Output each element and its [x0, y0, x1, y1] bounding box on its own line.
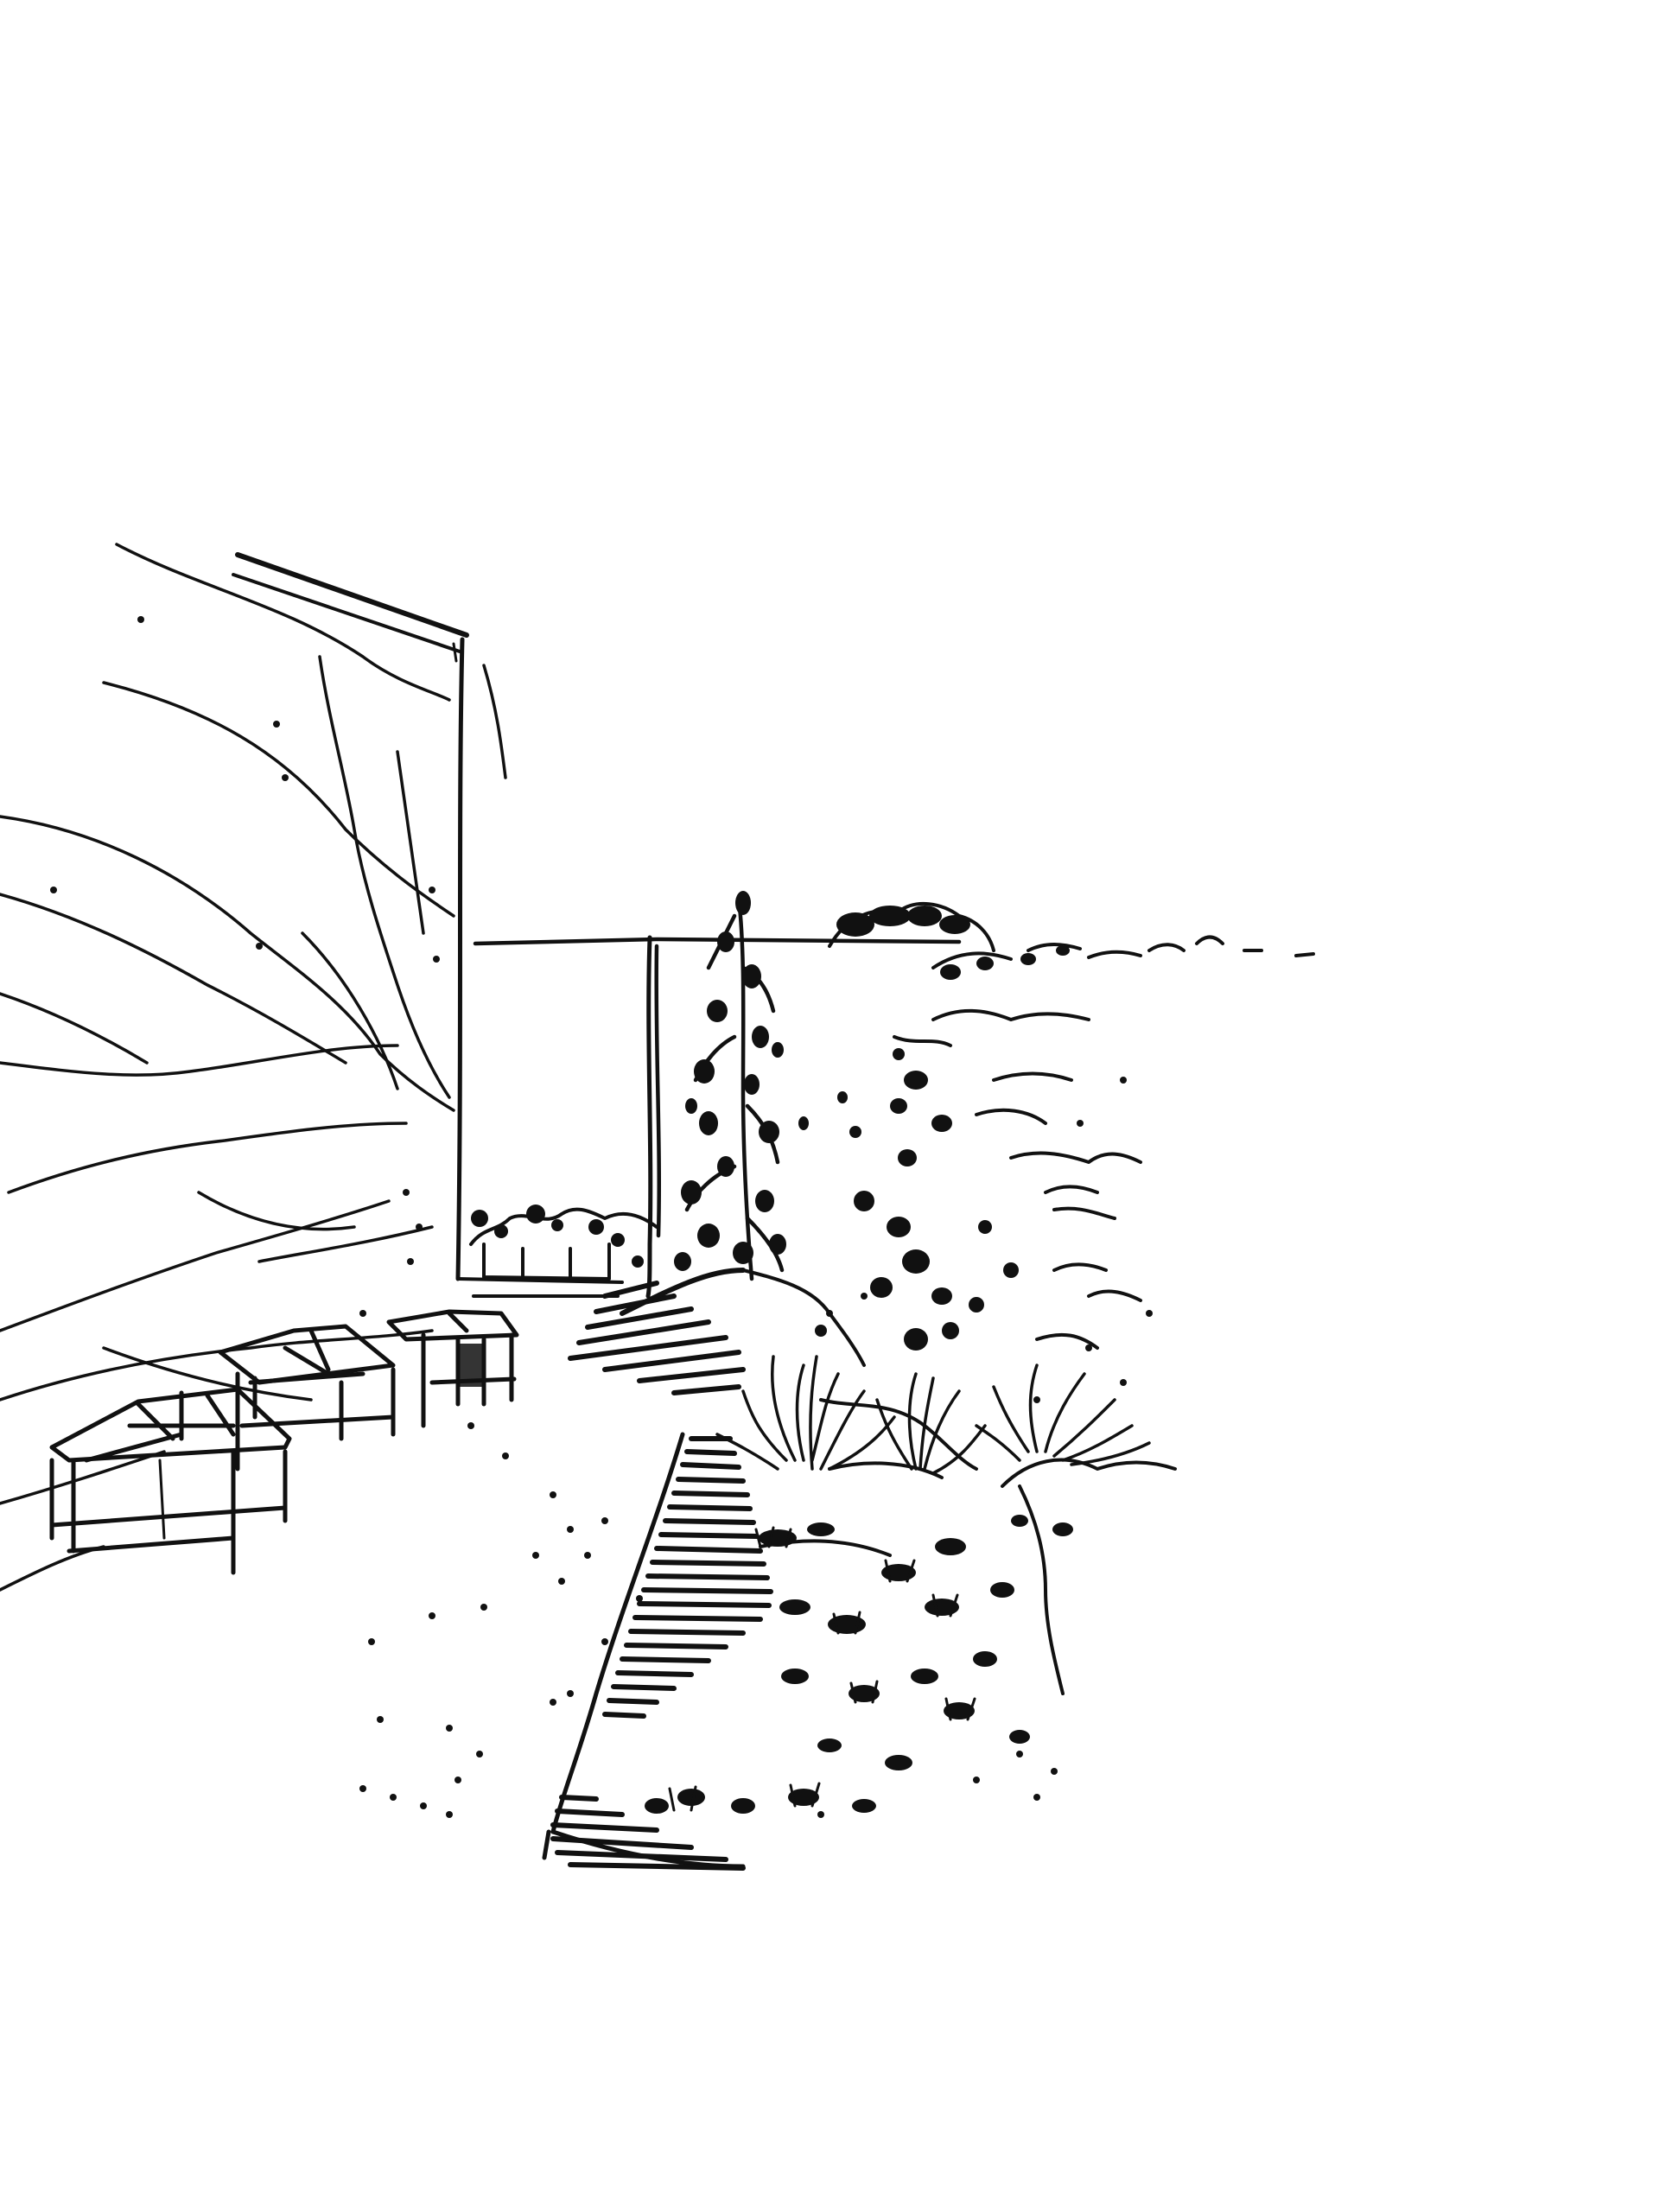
- hedge-canopy: [828, 901, 1315, 1350]
- upper-shade-wedge: [568, 1268, 746, 1395]
- shrub-mound-edge: [741, 1268, 1177, 1695]
- hedge-foliage-dark: [815, 906, 1070, 1351]
- ground-cover-sprigs: [668, 1526, 976, 1812]
- garden-bed-edge: [542, 1432, 746, 1869]
- shrub-dots: [817, 1077, 1153, 1818]
- columnar-tree: [684, 896, 785, 1281]
- columnar-tree-foliage: [674, 891, 809, 1271]
- tree-shadow-lines: [0, 543, 507, 1592]
- ornamental-grass-center: [875, 1372, 987, 1475]
- far-wall: [473, 935, 962, 1299]
- ornamental-grass-left: [715, 1355, 896, 1471]
- facade-dots: [50, 616, 440, 1317]
- building-facade: [232, 552, 469, 1281]
- lounge-chair-2: [218, 1324, 396, 1471]
- lounge-chair-1: [49, 1387, 292, 1575]
- ground-cover-clumps: [645, 1515, 1073, 1814]
- ornamental-grass-right: [975, 1363, 1151, 1466]
- ground-dots: [359, 1422, 643, 1818]
- shaded-channel: [602, 1436, 773, 1719]
- lounge-chair-3: [386, 1309, 519, 1428]
- step-shadow: [550, 1795, 746, 1871]
- lounge-chair-3-shadow: [458, 1344, 482, 1387]
- planter-foliage: [471, 1205, 644, 1268]
